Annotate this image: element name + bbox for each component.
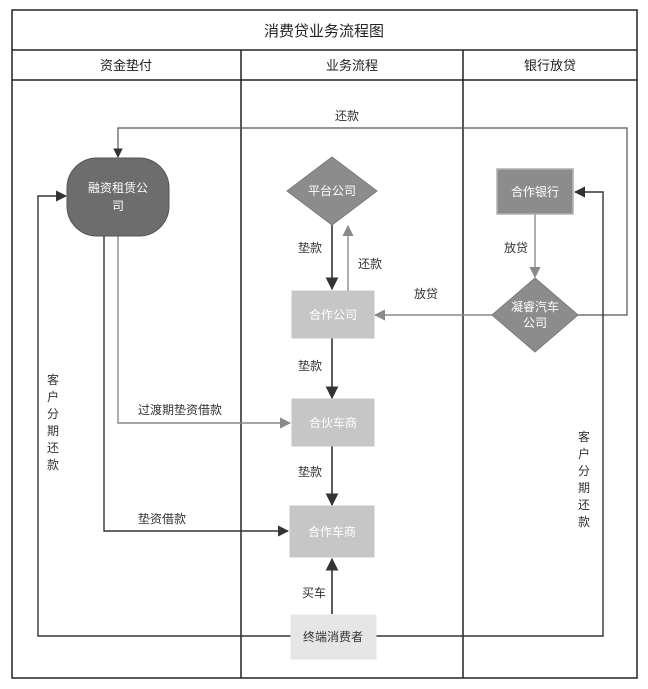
partner-dealer-label: 合伙车商 [309, 415, 357, 430]
label-loan-left: 放贷 [414, 286, 438, 301]
ningrui-label-line2: 公司 [523, 316, 547, 330]
leasing-company-label-line1: 融资租赁公 [88, 181, 148, 195]
lane-header-business: 业务流程 [326, 58, 378, 74]
label-advance-1: 垫款 [298, 240, 322, 255]
edge-customer-repay-right [376, 186, 604, 637]
label-repay-top: 还款 [335, 109, 359, 123]
edge-customer-repay-left [37, 190, 291, 637]
diagram-title: 消费贷业务流程图 [264, 22, 384, 40]
node-cooperative-dealer[interactable]: 合作车商 [289, 505, 375, 558]
partner-bank-label: 合作银行 [511, 184, 559, 199]
node-platform-company[interactable]: 平台公司 [286, 156, 378, 226]
label-customer-repay-left: 客户分期还款 [47, 372, 59, 472]
label-buy-car: 买车 [302, 585, 326, 600]
label-loan-down: 放贷 [504, 240, 528, 255]
partner-company-label: 合作公司 [309, 307, 357, 322]
node-partner-dealer[interactable]: 合伙车商 [291, 398, 375, 447]
node-ningrui-auto[interactable]: 凝睿汽车 公司 [491, 277, 579, 353]
node-leasing-company[interactable]: 融资租赁公 司 [66, 157, 170, 237]
swimlane-frame [11, 9, 638, 679]
leasing-company-label-line2: 司 [112, 199, 124, 213]
edge-advance-loan [103, 236, 290, 537]
edge-labels: 还款 垫款 还款 放贷 放贷 垫款 过渡期垫资借款 垫款 垫资借款 买车 客户分… [47, 109, 590, 600]
node-partner-bank[interactable]: 合作银行 [496, 168, 574, 215]
label-advance-3: 垫款 [298, 464, 322, 479]
edges [37, 127, 628, 637]
label-customer-repay-right: 客户分期还款 [578, 429, 590, 529]
label-customer-repay-left-text: 客户分期还款 [47, 372, 59, 472]
label-repay-mid: 还款 [358, 257, 382, 271]
node-end-consumer[interactable]: 终端消费者 [290, 614, 377, 660]
label-transition-loan: 过渡期垫资借款 [138, 402, 222, 417]
edge-transition-loan [117, 236, 292, 429]
cooperative-dealer-label: 合作车商 [308, 524, 356, 539]
lane-header-funding: 资金垫付 [100, 58, 152, 74]
label-advance-2: 垫款 [298, 358, 322, 373]
label-customer-repay-right-text: 客户分期还款 [578, 429, 590, 529]
ningrui-label-line1: 凝睿汽车 [511, 299, 559, 314]
node-partner-company[interactable]: 合作公司 [291, 290, 375, 339]
edge-repay-top [113, 127, 628, 316]
end-consumer-label: 终端消费者 [303, 629, 363, 644]
lane-header-bank: 银行放贷 [524, 59, 576, 74]
platform-company-label: 平台公司 [308, 183, 356, 198]
label-advance-loan: 垫资借款 [138, 511, 186, 526]
